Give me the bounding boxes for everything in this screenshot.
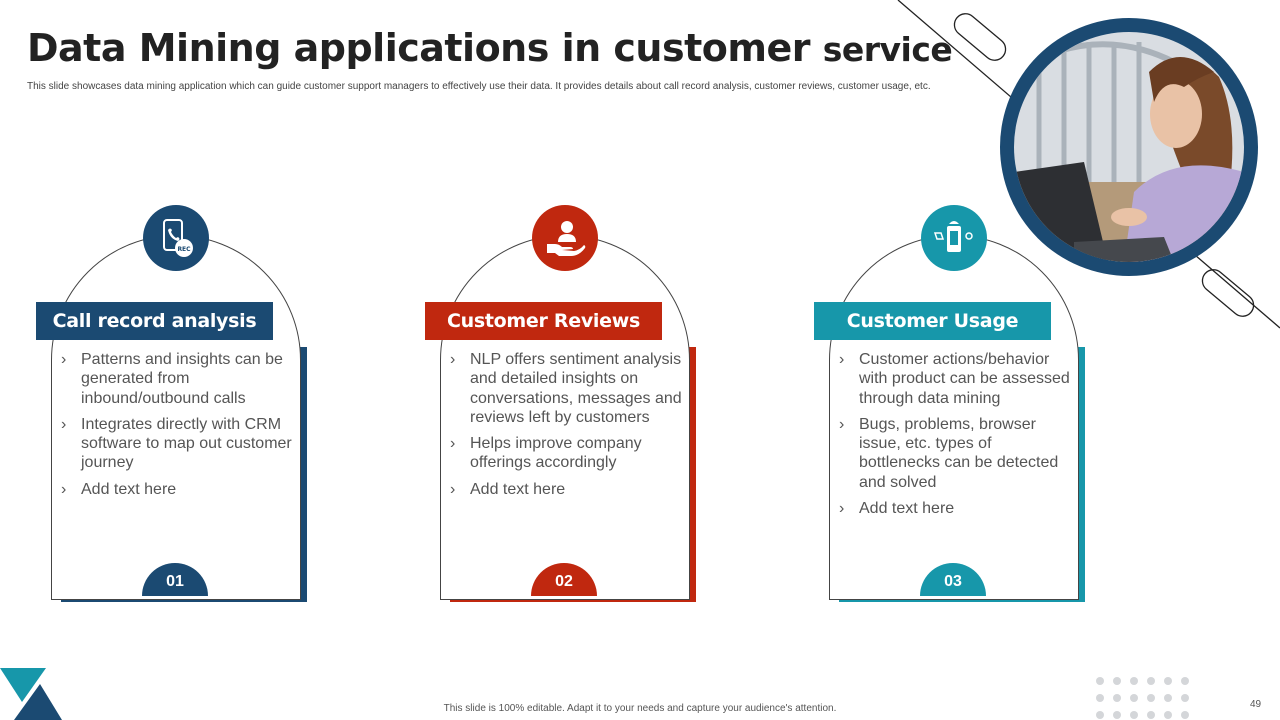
icon-badge <box>532 205 598 271</box>
chevron-right-icon: › <box>61 480 67 498</box>
card-body <box>51 235 301 600</box>
bullet-text: Customer actions/behavior with product c… <box>859 351 1070 407</box>
chevron-right-icon: › <box>839 500 845 518</box>
bullet-text: Add text here <box>859 500 955 518</box>
brand-logo <box>0 668 62 720</box>
title-main: Data Mining applications in customer <box>27 26 810 70</box>
footer-note: This slide is 100% editable. Adapt it to… <box>443 703 837 714</box>
card-body <box>829 235 1079 600</box>
decorative-dots <box>1096 677 1189 719</box>
bullet-list: › NLP offers sentiment analysis and detai… <box>450 350 682 506</box>
list-item: › Integrates directly with CRM software t… <box>61 415 293 473</box>
icon-badge: REC <box>143 205 209 271</box>
bullet-text: Helps improve company offerings accordin… <box>470 435 642 472</box>
page-number: 49 <box>1250 699 1262 710</box>
list-item: › Add text here <box>839 499 1071 518</box>
chevron-right-icon: › <box>450 435 456 453</box>
card-customer-usage: Customer Usage › Customer actions/behavio… <box>814 205 1119 605</box>
card-body <box>440 235 690 600</box>
card-heading: Call record analysis <box>36 302 273 340</box>
list-item: › NLP offers sentiment analysis and detai… <box>450 350 682 427</box>
list-item: › Patterns and insights can be generated … <box>61 350 293 408</box>
hand-holding-person-icon <box>547 221 586 256</box>
phone-recording-icon: REC <box>163 219 193 257</box>
chevron-right-icon: › <box>450 480 456 498</box>
woman-laptop-photo <box>1014 32 1244 262</box>
card-heading: Customer Usage <box>814 302 1051 340</box>
chevron-right-icon: › <box>839 415 845 433</box>
icon-badge <box>921 205 987 271</box>
card-heading: Customer Reviews <box>425 302 662 340</box>
photo-frame <box>1000 18 1258 276</box>
chevron-right-icon: › <box>839 351 845 368</box>
list-item: › Helps improve company offerings accordi… <box>450 434 682 473</box>
list-item: › Add text here <box>450 480 682 499</box>
card-customer-reviews: Customer Reviews › NLP offers sentiment a… <box>425 205 730 605</box>
bullet-text: Integrates directly with CRM software to… <box>81 415 292 472</box>
chevron-right-icon: › <box>450 351 456 368</box>
chevron-right-icon: › <box>61 415 67 433</box>
slide-title: Data Mining applications in customer ser… <box>27 26 953 70</box>
list-item: › Customer actions/behavior with product … <box>839 350 1071 408</box>
list-item: › Add text here <box>61 480 293 499</box>
bullet-list: › Patterns and insights can be generated … <box>61 350 293 506</box>
bullet-text: Add text here <box>470 480 566 498</box>
bullet-list: › Customer actions/behavior with product … <box>839 350 1071 525</box>
bullet-text: Add text here <box>81 480 177 498</box>
title-end: service <box>822 30 953 69</box>
svg-text:REC: REC <box>177 246 191 253</box>
bullet-text: NLP offers sentiment analysis and detail… <box>470 351 682 426</box>
chevron-right-icon: › <box>61 351 67 368</box>
mobile-usage-icon <box>933 221 973 252</box>
bullet-text: Patterns and insights can be generated f… <box>81 351 283 407</box>
card-call-record-analysis: REC Call record analysis › Patterns and i… <box>36 205 341 605</box>
list-item: › Bugs, problems, browser issue, etc. typ… <box>839 415 1071 492</box>
bullet-text: Bugs, problems, browser issue, etc. type… <box>859 415 1059 491</box>
slide-subtitle: This slide showcases data mining applica… <box>27 81 931 92</box>
